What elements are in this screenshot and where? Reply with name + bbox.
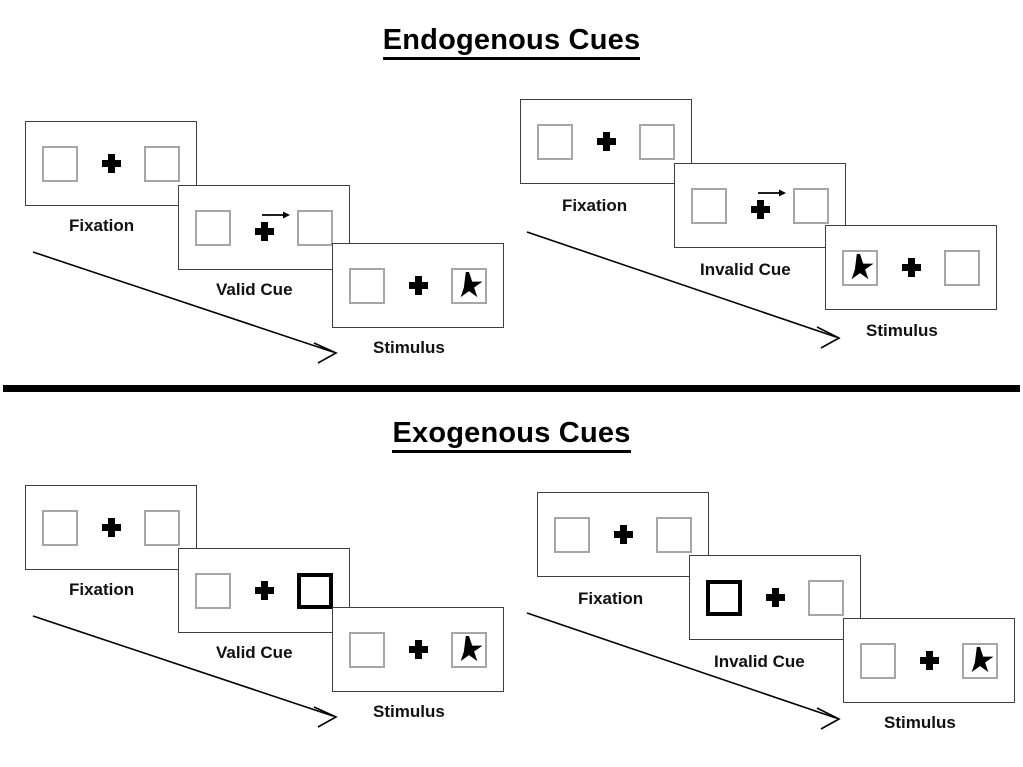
frame-content bbox=[690, 578, 860, 618]
fixation-cross-slot bbox=[94, 144, 128, 184]
left-box bbox=[537, 123, 573, 160]
right-box bbox=[451, 267, 487, 304]
section-title-endogenous: Endogenous Cues bbox=[0, 24, 1023, 60]
plus-icon bbox=[408, 276, 428, 295]
fixation-cross-slot bbox=[758, 578, 792, 618]
section-divider bbox=[3, 385, 1020, 392]
frame-endogenous-valid-stimulus[interactable] bbox=[332, 243, 504, 328]
left-box bbox=[195, 572, 231, 609]
plus-icon bbox=[596, 132, 616, 151]
frame-label-endogenous-invalid-cue: Invalid Cue bbox=[700, 260, 791, 279]
time-arrow-icon-endogenous-invalid bbox=[526, 231, 841, 349]
right-box bbox=[808, 579, 844, 616]
frame-label-exogenous-valid-stimulus: Stimulus bbox=[373, 702, 445, 721]
frame-exogenous-valid-stimulus[interactable] bbox=[332, 607, 504, 692]
plus-icon bbox=[765, 588, 785, 607]
frame-endogenous-invalid-fixation[interactable] bbox=[520, 99, 692, 184]
frame-label-exogenous-invalid-stimulus: Stimulus bbox=[884, 713, 956, 732]
plus-icon bbox=[919, 651, 939, 670]
frame-endogenous-valid-fixation[interactable] bbox=[25, 121, 197, 206]
frame-exogenous-invalid-fixation[interactable] bbox=[537, 492, 709, 577]
frame-label-exogenous-invalid-cue: Invalid Cue bbox=[714, 652, 805, 671]
frame-content bbox=[844, 641, 1014, 681]
frame-exogenous-valid-fixation[interactable] bbox=[25, 485, 197, 570]
frame-content bbox=[333, 630, 503, 670]
right-box bbox=[144, 509, 180, 546]
left-box bbox=[42, 509, 78, 546]
frame-label-endogenous-invalid-fixation: Fixation bbox=[562, 196, 628, 215]
fixation-cross-slot bbox=[401, 630, 435, 670]
section-title-exogenous: Exogenous Cues bbox=[0, 417, 1023, 453]
plus-icon bbox=[254, 221, 274, 241]
section-title-endogenous-text: Endogenous Cues bbox=[382, 24, 641, 60]
fixation-cross-slot bbox=[894, 248, 928, 288]
frame-content bbox=[179, 208, 349, 248]
frame-label-endogenous-valid-cue: Valid Cue bbox=[216, 280, 293, 299]
frame-content bbox=[26, 144, 196, 184]
right-box bbox=[297, 209, 333, 246]
frame-endogenous-valid-cue[interactable] bbox=[178, 185, 350, 270]
frame-label-endogenous-valid-stimulus: Stimulus bbox=[373, 338, 445, 357]
right-box bbox=[793, 187, 829, 224]
frame-label-exogenous-invalid-fixation: Fixation bbox=[578, 589, 644, 608]
plus-icon bbox=[613, 525, 633, 544]
left-box bbox=[554, 516, 590, 553]
star-icon bbox=[971, 647, 994, 673]
left-box bbox=[842, 249, 878, 286]
fixation-cross-slot bbox=[401, 266, 435, 306]
plus-icon bbox=[408, 640, 428, 659]
right-box-cued bbox=[297, 572, 333, 609]
star-icon bbox=[460, 272, 483, 298]
frame-content bbox=[26, 508, 196, 548]
fixation-cross-slot bbox=[743, 186, 786, 226]
frame-content bbox=[521, 122, 691, 162]
frame-label-exogenous-valid-cue: Valid Cue bbox=[216, 643, 293, 662]
plus-icon bbox=[254, 581, 274, 600]
plus-icon bbox=[101, 154, 121, 173]
right-box bbox=[639, 123, 675, 160]
frame-label-endogenous-invalid-stimulus: Stimulus bbox=[866, 321, 938, 340]
time-arrow-icon-endogenous-valid bbox=[32, 251, 338, 364]
right-box bbox=[451, 631, 487, 668]
frame-content bbox=[179, 571, 349, 611]
fixation-cross-slot bbox=[912, 641, 946, 681]
right-box bbox=[656, 516, 692, 553]
frame-endogenous-invalid-cue[interactable] bbox=[674, 163, 846, 248]
time-arrow-icon-exogenous-valid bbox=[32, 615, 338, 728]
frame-exogenous-invalid-cue[interactable] bbox=[689, 555, 861, 640]
frame-content bbox=[675, 186, 845, 226]
fixation-cross-slot bbox=[589, 122, 623, 162]
frame-content bbox=[333, 266, 503, 306]
right-box bbox=[962, 642, 998, 679]
frame-endogenous-invalid-stimulus[interactable] bbox=[825, 225, 997, 310]
section-title-exogenous-text: Exogenous Cues bbox=[392, 417, 631, 453]
plus-icon bbox=[101, 518, 121, 537]
star-icon bbox=[851, 254, 874, 280]
right-box bbox=[144, 145, 180, 182]
frame-exogenous-invalid-stimulus[interactable] bbox=[843, 618, 1015, 703]
left-box bbox=[42, 145, 78, 182]
plus-icon bbox=[750, 199, 770, 219]
fixation-cross-slot bbox=[606, 515, 640, 555]
frame-label-endogenous-valid-fixation: Fixation bbox=[69, 216, 135, 235]
left-box bbox=[349, 267, 385, 304]
plus-icon bbox=[901, 258, 921, 277]
fixation-cross-slot bbox=[247, 571, 281, 611]
left-box bbox=[349, 631, 385, 668]
fixation-cross-slot bbox=[247, 208, 290, 248]
frame-exogenous-valid-cue[interactable] bbox=[178, 548, 350, 633]
left-box bbox=[860, 642, 896, 679]
frame-content bbox=[826, 248, 996, 288]
left-box bbox=[691, 187, 727, 224]
right-box bbox=[944, 249, 980, 286]
fixation-cross-slot bbox=[94, 508, 128, 548]
star-icon bbox=[460, 636, 483, 662]
arrow-right-icon bbox=[262, 211, 290, 218]
time-arrow-icon-exogenous-invalid bbox=[526, 612, 841, 730]
left-box-cued bbox=[706, 579, 742, 616]
arrow-right-icon bbox=[758, 189, 786, 196]
left-box bbox=[195, 209, 231, 246]
frame-label-exogenous-valid-fixation: Fixation bbox=[69, 580, 135, 599]
frame-content bbox=[538, 515, 708, 555]
